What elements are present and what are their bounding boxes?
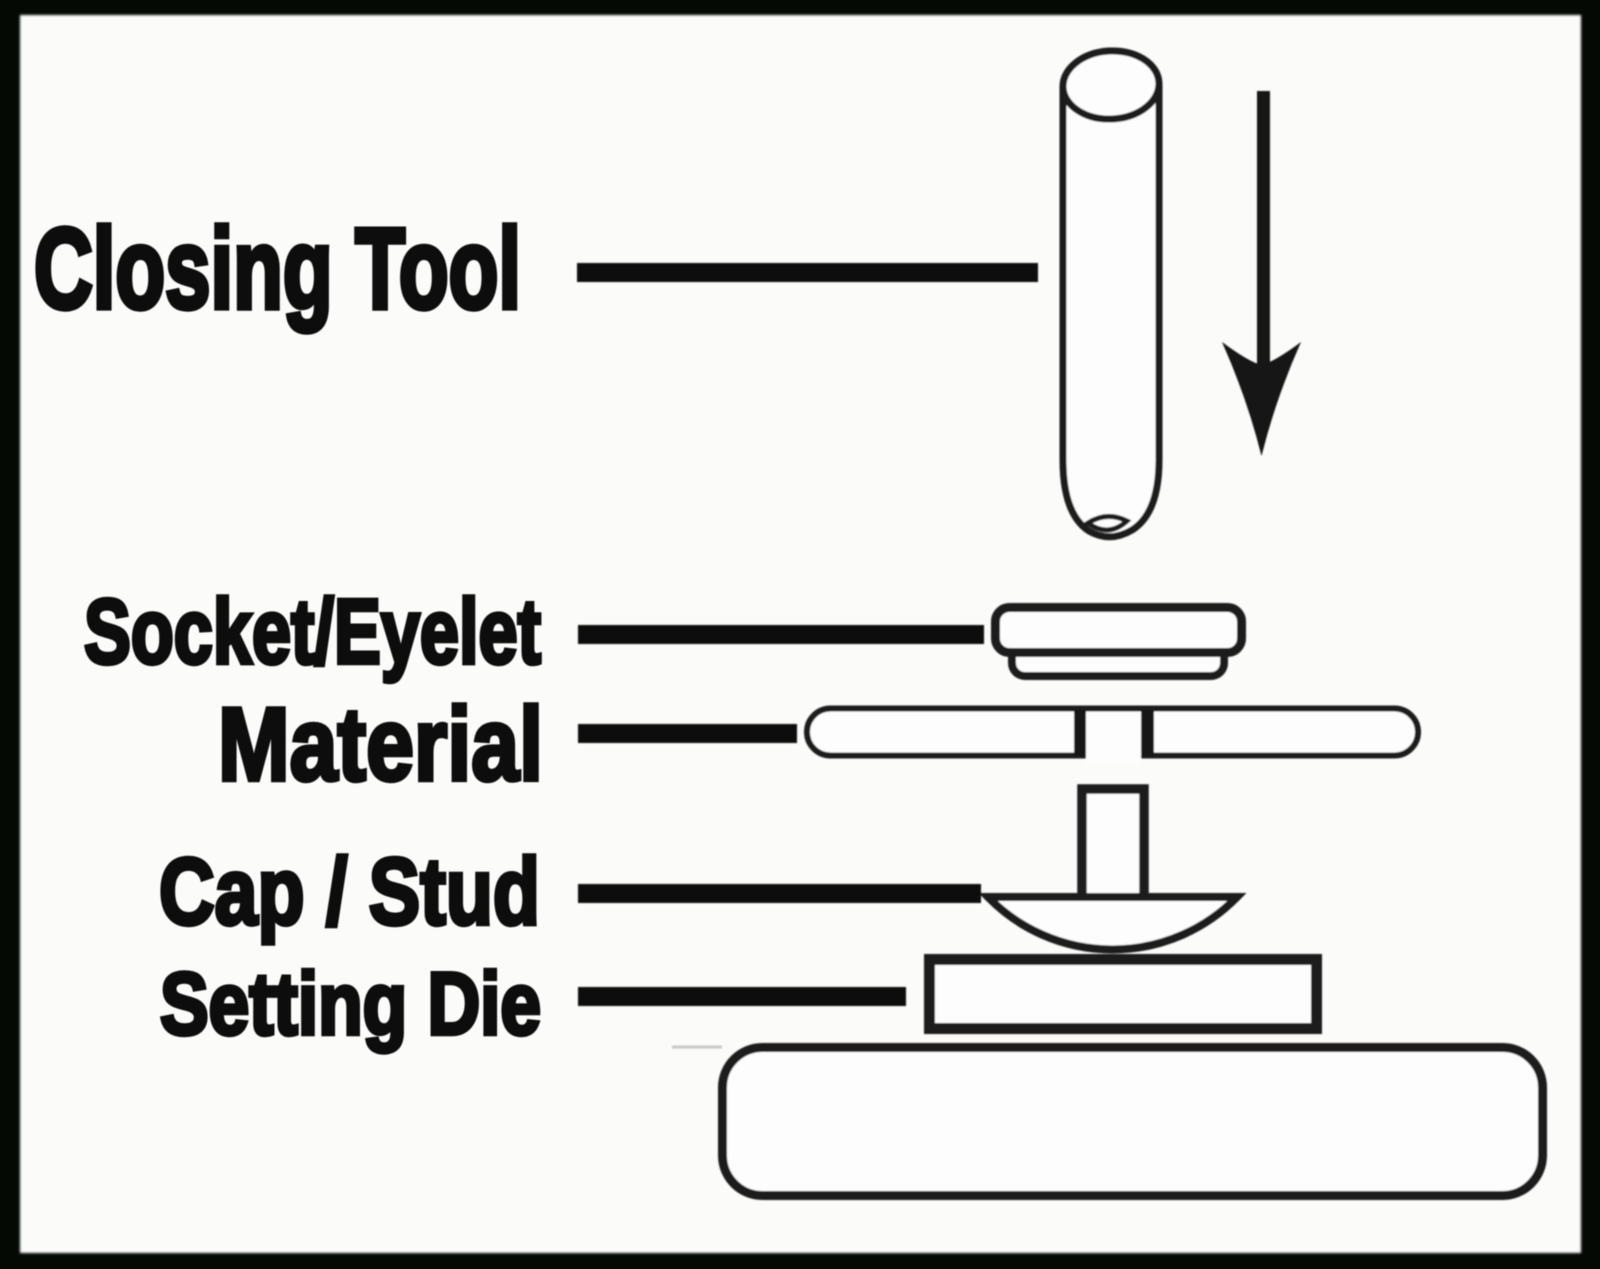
svg-text:Closing Tool: Closing Tool: [34, 206, 521, 333]
svg-text:Material: Material: [218, 687, 543, 803]
svg-text:Socket/Eyelet: Socket/Eyelet: [84, 581, 541, 683]
svg-text:Setting Die: Setting Die: [160, 954, 541, 1053]
svg-text:Cap / Stud: Cap / Stud: [159, 839, 540, 945]
